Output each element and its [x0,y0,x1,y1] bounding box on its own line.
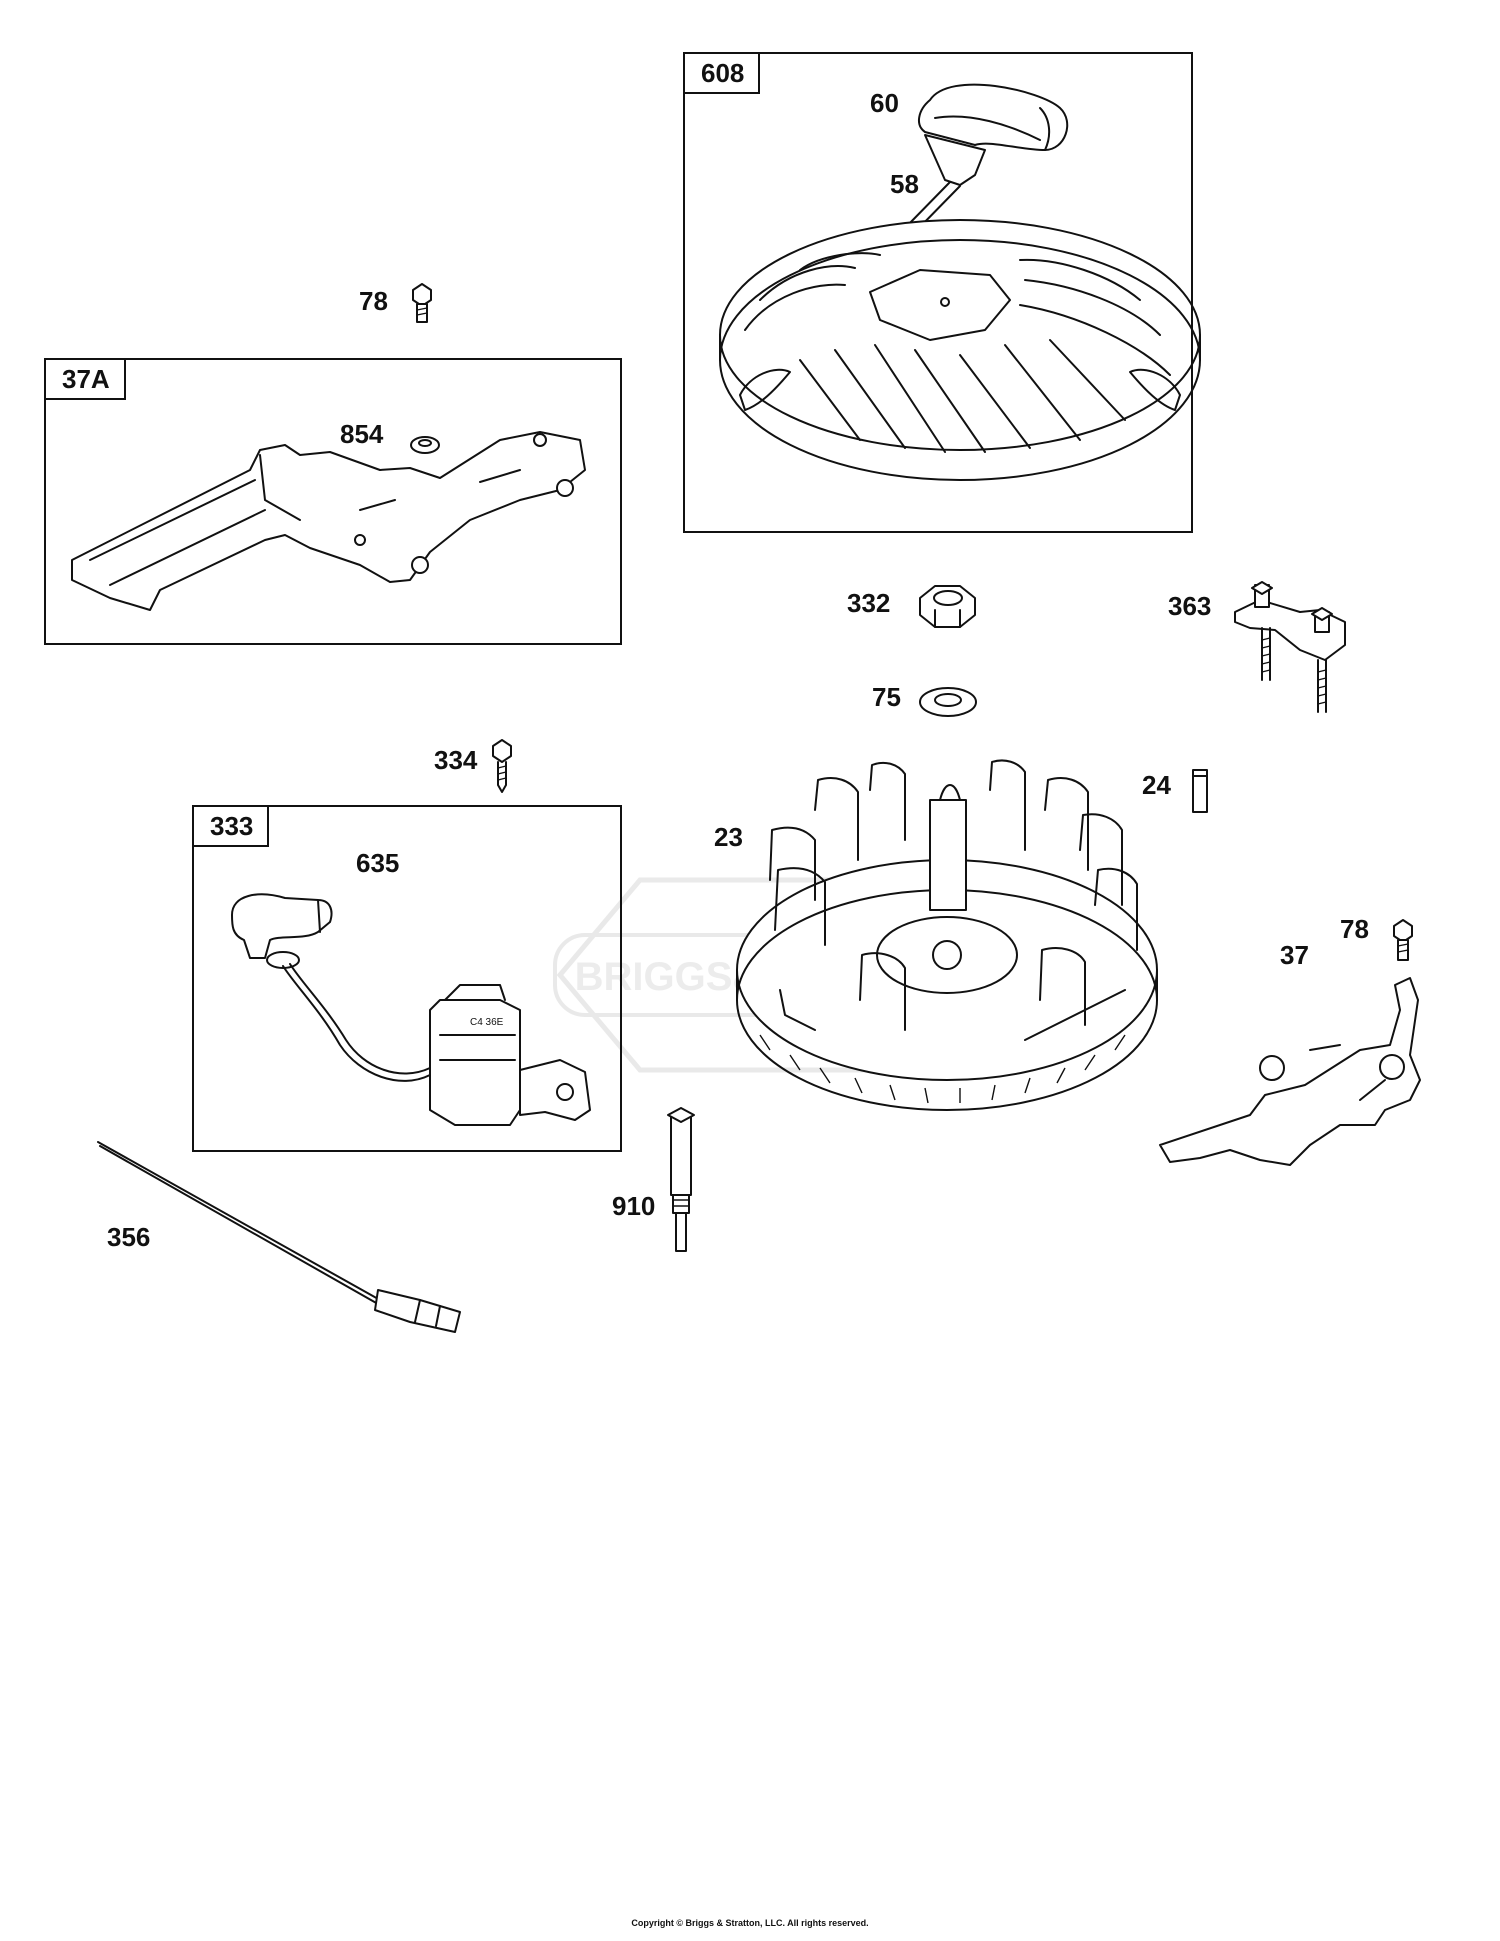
part-78-bolt-right [1393,919,1413,961]
part-75-washer [919,687,977,717]
callout-58[interactable]: 58 [890,169,919,199]
group-608-frame: 608 [683,52,1193,533]
part-635-spark-plug-boot [231,893,431,1082]
callout-78-right[interactable]: 78 [1340,914,1369,944]
callout-60[interactable]: 60 [870,88,899,118]
callout-854[interactable]: 854 [340,419,384,449]
part-60-starter-handle [918,83,1069,151]
part-608-recoil-starter [719,219,1201,481]
copyright-notice: Copyright © Briggs & Stratton, LLC. All … [631,1918,869,1928]
part-23-flywheel [736,759,1158,1111]
part-334-screw [492,739,512,793]
callout-356[interactable]: 356 [107,1222,151,1252]
callout-910[interactable]: 910 [612,1191,656,1221]
part-363-bracket [1234,581,1346,713]
part-333-ignition-armature: C4 36E [429,984,591,1126]
part-37a-air-vane [71,431,586,611]
group-37a-tag[interactable]: 37A [46,360,126,400]
group-608-tag[interactable]: 608 [685,54,761,94]
part-332-nut [919,585,976,628]
group-333-frame: 333 [192,805,622,1152]
callout-75[interactable]: 75 [872,682,901,712]
part-854-washer [410,436,440,454]
part-24-flywheel-key [1192,769,1208,813]
part-58-starter-rope [894,134,986,237]
part-910-stud [667,1107,695,1252]
part-78-bolt-top [412,283,432,323]
callout-23[interactable]: 23 [714,822,743,852]
callout-78-top[interactable]: 78 [359,286,388,316]
callout-332[interactable]: 332 [847,588,891,618]
group-333-tag[interactable]: 333 [194,807,270,847]
group-37a-frame: 37A [44,358,622,645]
callout-363[interactable]: 363 [1168,591,1212,621]
callout-24[interactable]: 24 [1142,770,1171,800]
callout-635[interactable]: 635 [356,848,400,878]
svg-text:C4 36E: C4 36E [470,1017,504,1028]
part-37-governor-blade [1159,977,1421,1166]
callout-334[interactable]: 334 [434,745,478,775]
part-356-ground-wire [97,1141,461,1333]
callout-37[interactable]: 37 [1280,940,1309,970]
